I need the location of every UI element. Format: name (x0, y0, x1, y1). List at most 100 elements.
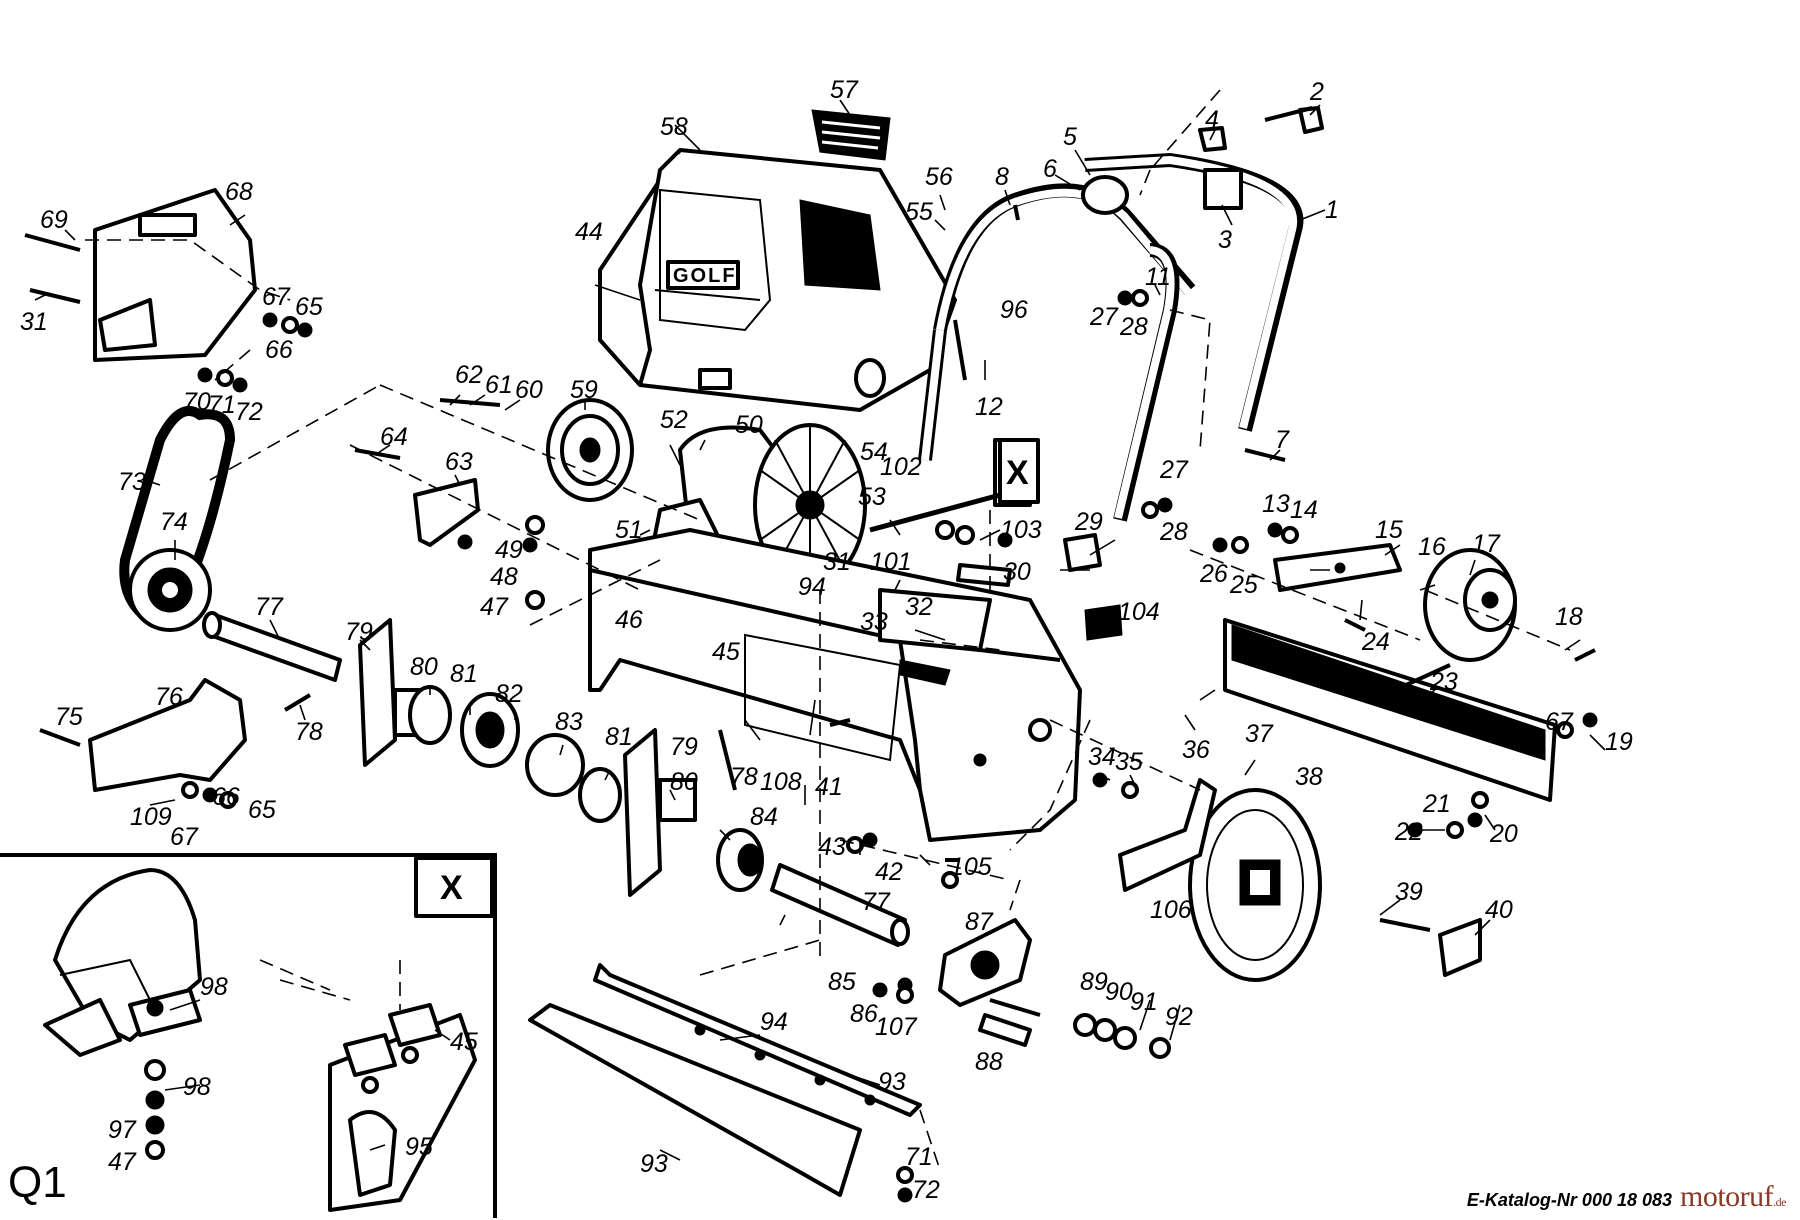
part-label-98b: 98 (183, 1073, 211, 1101)
part-label-63: 63 (445, 448, 473, 476)
part-label-102: 102 (880, 453, 922, 481)
brand-logo[interactable]: motoruf.de (1680, 1180, 1786, 1214)
part-label-105: 105 (950, 853, 992, 881)
bearing-plates (358, 618, 764, 897)
blade-cover-93 (528, 963, 922, 1197)
part-label-22: 22 (1394, 818, 1423, 846)
part-label-101: 101 (870, 548, 912, 576)
part-label-43: 43 (818, 833, 846, 861)
label-104 (1084, 604, 1123, 641)
part-label-33: 33 (860, 608, 888, 636)
part-label-37: 37 (1245, 720, 1274, 748)
part-label-46: 46 (615, 606, 643, 634)
part-label-84: 84 (750, 803, 778, 831)
part-label-71b: 71 (905, 1143, 933, 1171)
part-label-45b: 45 (450, 1028, 478, 1056)
part-label-21: 21 (1422, 790, 1451, 818)
part-label-8: 8 (995, 163, 1009, 191)
assembly-lines (85, 89, 1571, 1171)
part-label-93b: 93 (640, 1150, 668, 1178)
part-label-94b: 94 (760, 1008, 788, 1036)
part-label-90: 90 (1105, 978, 1133, 1006)
part-label-30: 30 (1003, 558, 1031, 586)
part-label-58: 58 (660, 113, 688, 141)
part-label-4: 4 (1205, 106, 1219, 134)
part-label-62: 62 (455, 361, 483, 389)
part-label-68: 68 (225, 178, 253, 206)
part-label-54: 54 (860, 438, 888, 466)
section-label: Q1 (8, 1158, 67, 1207)
bracket-15 (1273, 543, 1402, 592)
part-label-35: 35 (1115, 748, 1143, 776)
shaft-77 (202, 611, 342, 682)
part-label-74: 74 (160, 508, 188, 536)
part-label-93a: 93 (878, 1068, 906, 1096)
part-label-38: 38 (1295, 763, 1323, 791)
part-label-97: 97 (108, 1116, 137, 1144)
part-label-65b: 65 (248, 796, 276, 824)
bracket-106 (1118, 778, 1217, 892)
part-label-72b: 72 (912, 1176, 940, 1204)
part-label-77a: 77 (255, 593, 284, 621)
part-label-69: 69 (40, 206, 68, 234)
part-label-82: 82 (495, 680, 523, 708)
part-label-71a: 71 (208, 391, 236, 419)
part-label-24: 24 (1361, 628, 1390, 656)
part-label-32: 32 (905, 593, 933, 621)
part-label-13: 13 (1262, 490, 1290, 518)
part-label-56: 56 (925, 163, 953, 191)
catalog-number: E-Katalog-Nr 000 18 083 (1466, 1190, 1673, 1210)
part-label-12: 12 (975, 393, 1003, 421)
part-label-31b: 31 (823, 548, 851, 576)
part-label-87: 87 (965, 908, 994, 936)
v-belt-73 (119, 405, 236, 632)
bar-23 (1223, 618, 1557, 802)
catalog-footer: E-Katalog-Nr 000 18 083 motoruf.de (1466, 1180, 1787, 1214)
part-label-59: 59 (570, 376, 598, 404)
part-label-3: 3 (1218, 226, 1232, 254)
pulley-59 (546, 398, 634, 502)
leader-lines (34, 99, 1606, 1161)
part-label-75: 75 (55, 703, 83, 731)
wheel-38 (1188, 788, 1322, 982)
part-label-104: 104 (1118, 598, 1160, 626)
bracket-63 (413, 478, 480, 547)
part-label-103: 103 (1000, 516, 1042, 544)
part-label-27a: 27 (1089, 303, 1119, 331)
part-label-95: 95 (405, 1133, 433, 1161)
part-label-77b: 77 (862, 888, 891, 916)
part-label-86: 86 (850, 1000, 878, 1028)
part-label-92: 92 (1165, 1003, 1193, 1031)
part-label-52: 52 (660, 406, 688, 434)
part-label-107: 107 (875, 1013, 918, 1041)
part-label-11: 11 (1145, 263, 1171, 291)
bracket-76 (88, 678, 247, 792)
part-label-47a: 47 (480, 593, 509, 621)
part-label-28a: 28 (1119, 313, 1148, 341)
engine-cover: GOLF (598, 148, 957, 412)
handle-assembly (918, 106, 1324, 522)
part-label-45a: 45 (712, 638, 740, 666)
wheel-17 (1423, 548, 1517, 662)
part-label-27b: 27 (1159, 456, 1189, 484)
part-label-81a: 81 (450, 660, 478, 688)
part-label-73: 73 (118, 468, 146, 496)
brand-name: motoruf (1680, 1180, 1774, 1213)
part-label-72a: 72 (235, 398, 263, 426)
svg-text:X: X (1006, 454, 1029, 492)
part-label-88: 88 (975, 1048, 1003, 1076)
golf-logo-text: GOLF (673, 265, 737, 287)
part-label-26: 26 (1199, 560, 1228, 588)
part-label-79a: 79 (345, 618, 373, 646)
part-label-25: 25 (1229, 571, 1258, 599)
part-label-50: 50 (735, 411, 763, 439)
part-label-55: 55 (905, 198, 933, 226)
part-number-labels: 1 2 3 4 5 6 7 8 11 12 13 14 15 16 17 18 … (20, 76, 1633, 1204)
part-label-98a: 98 (200, 973, 228, 1001)
part-label-17: 17 (1472, 530, 1501, 558)
part-label-42: 42 (875, 858, 903, 886)
part-label-34: 34 (1088, 743, 1116, 771)
part-label-5: 5 (1063, 123, 1077, 151)
part-label-48: 48 (490, 563, 518, 591)
